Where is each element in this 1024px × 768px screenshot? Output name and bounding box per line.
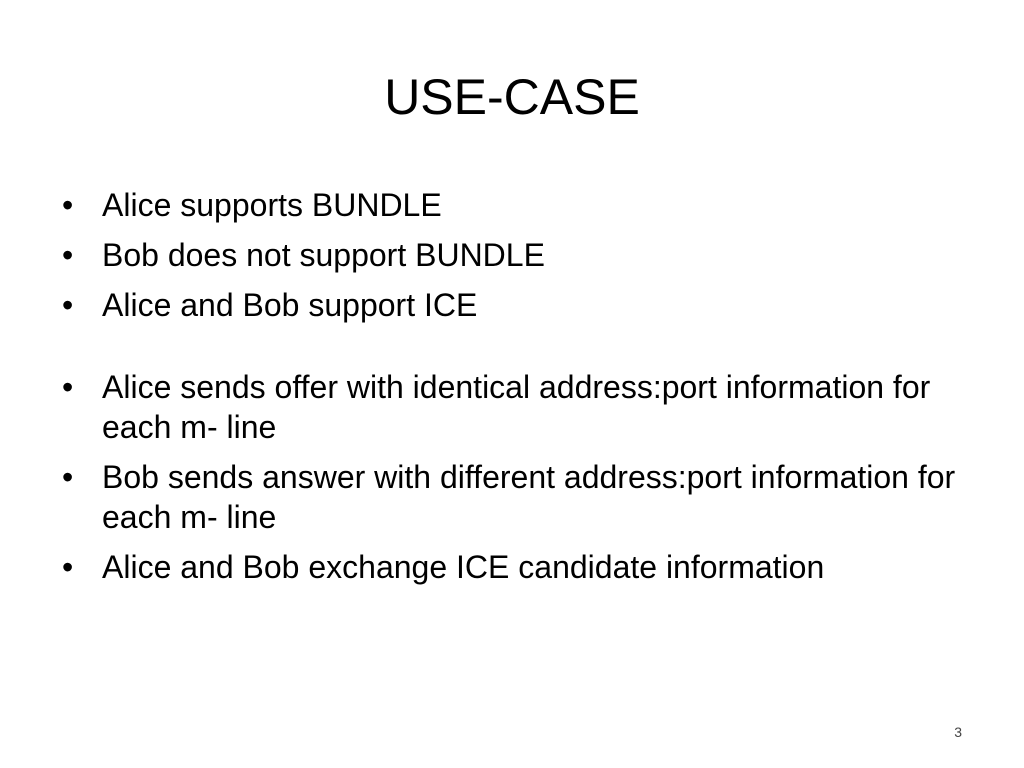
bullet-icon: • — [62, 287, 74, 323]
bullet-icon: • — [62, 237, 74, 273]
bullet-text: Bob sends answer with different address:… — [102, 459, 956, 535]
bullet-text: Alice supports BUNDLE — [102, 187, 442, 223]
bullet-item: • Alice and Bob exchange ICE candidate i… — [62, 547, 962, 587]
page-number: 3 — [954, 724, 962, 740]
bullet-item: • Alice sends offer with identical addre… — [62, 367, 962, 447]
bullet-item: • Bob sends answer with different addres… — [62, 457, 962, 537]
bullet-item: • Alice and Bob support ICE — [62, 285, 962, 325]
bullet-list: • Alice supports BUNDLE • Bob does not s… — [62, 185, 962, 597]
bullet-text: Alice sends offer with identical address… — [102, 369, 931, 445]
bullet-icon: • — [62, 549, 74, 585]
bullet-text: Alice and Bob exchange ICE candidate inf… — [102, 549, 825, 585]
bullet-icon: • — [62, 369, 74, 405]
bullet-item: • Alice supports BUNDLE — [62, 185, 962, 225]
bullet-icon: • — [62, 459, 74, 495]
bullet-text: Alice and Bob support ICE — [102, 287, 478, 323]
bullet-item: • Bob does not support BUNDLE — [62, 235, 962, 275]
bullet-text: Bob does not support BUNDLE — [102, 237, 545, 273]
slide-title: USE-CASE — [384, 69, 640, 125]
bullet-icon: • — [62, 187, 74, 223]
